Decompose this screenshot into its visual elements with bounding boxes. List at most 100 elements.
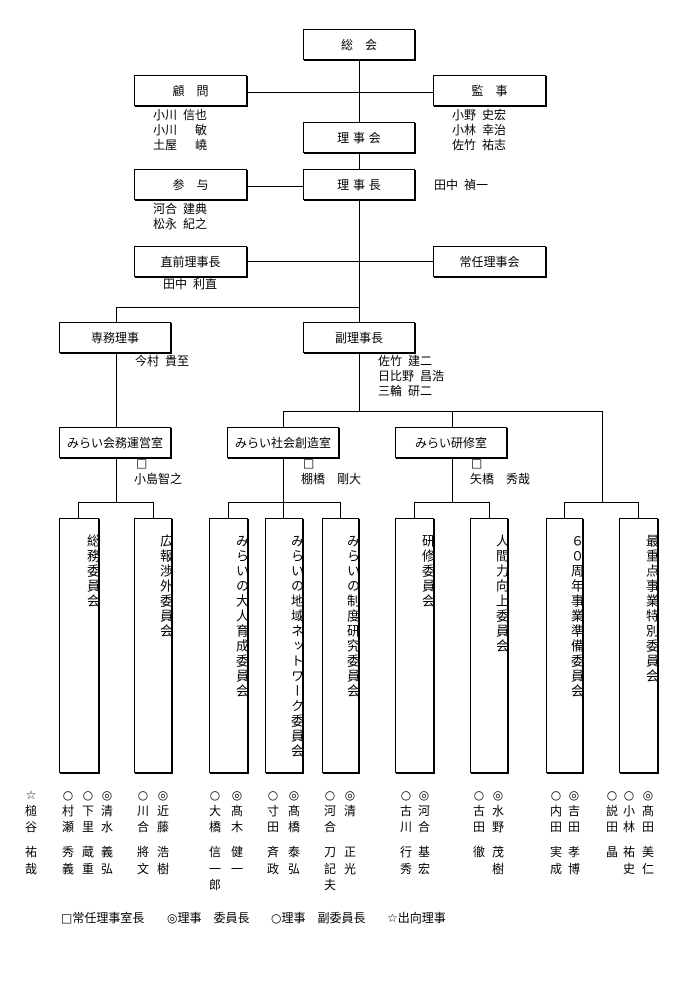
- surname-char: 合: [417, 819, 430, 834]
- given-name: 敏: [195, 123, 208, 137]
- committee-box: みらいの地域ネットワーク委員会: [265, 518, 303, 773]
- vice-chair-circle-icon: ○: [400, 788, 412, 802]
- given-name-char: 樹: [156, 861, 169, 876]
- given-name-char: 行: [399, 845, 412, 859]
- committee-label: 最重点事業特別委員会: [643, 534, 658, 684]
- office-head-square-icon: □: [136, 456, 148, 470]
- vice-chair-circle-icon: ○: [137, 788, 149, 802]
- given-name-char: 弘: [287, 861, 300, 876]
- surname-char: 小: [622, 804, 635, 818]
- surname-char: 里: [81, 819, 94, 834]
- given-name: 利直: [193, 277, 218, 291]
- given-name-char: 信: [208, 845, 221, 859]
- given-name-char: 秀: [61, 845, 74, 859]
- person-name: 三輪研二: [378, 384, 444, 399]
- surname-char: 橋: [287, 819, 300, 834]
- counselors-names: 河合建典 松永紀之: [153, 202, 207, 232]
- given-name-char: 光: [343, 861, 356, 876]
- office-head-name: 矢橋 秀哉: [470, 472, 531, 486]
- vice-chair-circle-icon: ○: [62, 788, 74, 802]
- office-head-name: 小島智之: [134, 472, 183, 486]
- vice-chair-circle-icon: ○: [550, 788, 562, 802]
- committee-box: 人間力向上委員会: [470, 518, 508, 773]
- surname: 田中: [434, 178, 459, 192]
- member-column: ◎水野茂樹: [490, 0, 506, 1000]
- surname: 土屋: [153, 138, 178, 152]
- given-name-char: 茂: [491, 845, 504, 859]
- person-name: 河合建典: [153, 202, 207, 217]
- surname-char: 田: [266, 819, 279, 834]
- office-box-kenshu: みらい研修室: [395, 427, 507, 458]
- chair-double-circle-icon: ◎: [231, 788, 243, 802]
- surname: 三輪: [378, 384, 403, 398]
- surname-char: 木: [230, 819, 243, 834]
- surname-char: 水: [100, 819, 113, 834]
- surname: 今村: [135, 354, 160, 368]
- given-name-char: 仁: [641, 861, 654, 876]
- office-head-square-icon: □: [303, 456, 315, 470]
- chair-double-circle-icon: ◎: [157, 788, 169, 802]
- committee-box: 広報渉外委員会: [134, 518, 172, 773]
- member-column: ○説田晶: [604, 0, 620, 1000]
- given-name: 紀之: [183, 217, 208, 231]
- member-column: ○小林祐史: [621, 0, 637, 1000]
- surname-char: 田: [641, 819, 654, 834]
- committee-label: みらいの地域ネットワーク委員会: [288, 534, 303, 759]
- given-name: 幸治: [482, 123, 507, 137]
- given-name-char: 博: [567, 861, 580, 876]
- surname-char: 内: [549, 804, 562, 818]
- surname-char: 説: [605, 804, 618, 818]
- given-name-char: 成: [549, 861, 562, 876]
- member-column: ○川合將文: [135, 0, 151, 1000]
- member-column: ○古田徹: [471, 0, 487, 1000]
- chair-double-circle-icon: ◎: [288, 788, 300, 802]
- surname-char: 水: [491, 804, 504, 818]
- board-box: 理 事 会: [303, 122, 415, 153]
- given-name-char: 正: [343, 845, 356, 859]
- given-name: 信也: [183, 108, 208, 122]
- surname-char: 近: [156, 804, 169, 818]
- surname-char: 谷: [24, 819, 37, 834]
- person-name: 佐竹祐志: [452, 138, 506, 153]
- surname-char: 橋: [208, 819, 221, 834]
- member-column: ○寸田斉政: [265, 0, 281, 1000]
- executive-director-name: 今村貴至: [135, 354, 189, 369]
- surname-char: 河: [323, 804, 336, 818]
- committee-label: 広報渉外委員会: [157, 534, 172, 639]
- given-name-char: 美: [641, 845, 654, 859]
- given-name-char: 記: [323, 861, 336, 876]
- executive-director-box: 専務理事: [59, 322, 171, 353]
- given-name-char: 基: [417, 845, 430, 859]
- surname-char: 古: [472, 804, 485, 818]
- general-assembly-box: 総 会: [303, 29, 415, 60]
- vice-president-box: 副理事長: [303, 322, 415, 353]
- given-name-char: 孝: [567, 845, 580, 859]
- surname-char: 川: [399, 819, 412, 834]
- member-column: ☆槌谷祐哉: [23, 0, 39, 1000]
- person-name: 松永紀之: [153, 217, 207, 232]
- given-name: 祐志: [482, 138, 507, 152]
- surname: 田中: [163, 277, 188, 291]
- given-name-char: 重: [81, 861, 94, 876]
- surname-char: 合: [323, 819, 336, 834]
- surname-char: 合: [136, 819, 149, 834]
- chair-double-circle-icon: ◎: [492, 788, 504, 802]
- member-column: ◎ 清正光: [342, 0, 358, 1000]
- surname: 佐竹: [452, 138, 477, 152]
- member-column: ○内田実成: [548, 0, 564, 1000]
- surname-char: 河: [417, 804, 430, 818]
- committee-label: 人間力向上委員会: [493, 534, 508, 654]
- member-column: ◎河合基宏: [416, 0, 432, 1000]
- surname-char: 瀬: [61, 819, 74, 834]
- committee-label: みらいの制度研究委員会: [344, 534, 359, 699]
- person-name: 日比野昌浩: [378, 369, 444, 384]
- vice-chair-circle-icon: ○: [606, 788, 618, 802]
- given-name-char: 晶: [605, 845, 618, 859]
- given-name-char: 義: [100, 845, 113, 859]
- chair-double-circle-icon: ◎: [344, 788, 356, 802]
- surname-char: 田: [549, 819, 562, 834]
- member-column: ○村瀬秀義: [60, 0, 76, 1000]
- surname-char: 清: [343, 804, 356, 818]
- surname-char: 村: [61, 804, 74, 818]
- surname-char: 古: [399, 804, 412, 818]
